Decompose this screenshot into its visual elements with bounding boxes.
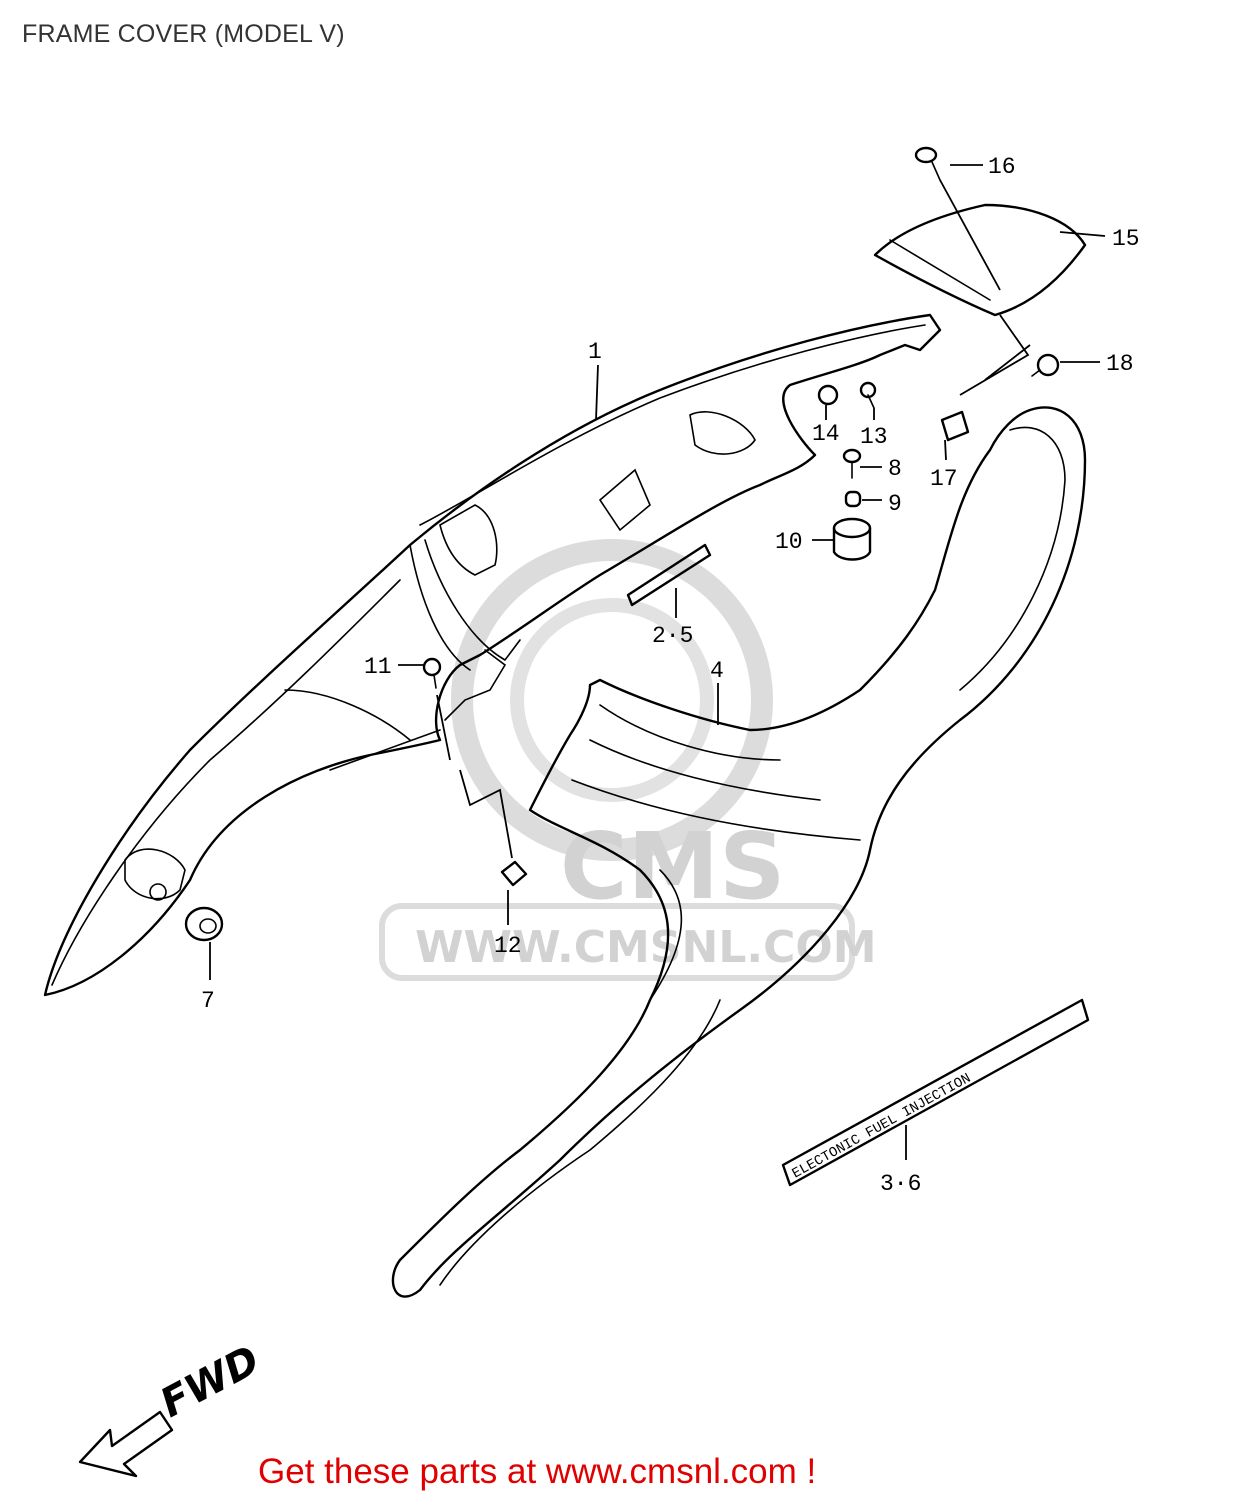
callout-10: 10: [775, 529, 803, 555]
part-16-bolt: [914, 146, 1001, 291]
assembly-leader-11-12: [459, 769, 513, 859]
callout-13: 13: [860, 424, 888, 450]
callout-2-5: 2·5: [652, 623, 693, 649]
callout-7: 7: [201, 988, 215, 1014]
callout-9: 9: [888, 491, 902, 517]
part-15-tail-cover: [873, 203, 1087, 317]
fwd-label: FWD: [153, 1337, 267, 1427]
part-1-frame-cover: [43, 313, 942, 997]
watermark-logo: CMS: [560, 813, 785, 920]
callout-8: 8: [888, 456, 902, 482]
callout-14: 14: [812, 421, 840, 447]
part-2-5-emblem: [626, 543, 712, 607]
part-11-bolt: [422, 657, 451, 761]
part-3-6-stripe: ELECTONIC FUEL INJECTION: [781, 998, 1090, 1187]
assembly-leader-15-17: [959, 314, 1030, 396]
page-title: FRAME COVER (MODEL V): [22, 20, 345, 48]
callouts: 1 2·5 3·6 4 7 8 9 10 11 12 13 14 15 16 1…: [201, 154, 1140, 1197]
part-9-collar: [844, 490, 862, 508]
callout-1: 1: [588, 339, 602, 365]
callout-3-6: 3·6: [880, 1171, 921, 1197]
fwd-direction-marker: FWD: [78, 1337, 267, 1478]
part-18-fastener: [1031, 353, 1060, 377]
callout-leaders: [209, 164, 1106, 1160]
callout-18: 18: [1106, 351, 1134, 377]
callout-11: 11: [364, 654, 392, 680]
callout-15: 15: [1112, 226, 1140, 252]
part-17-clip: [940, 344, 1031, 442]
callout-17: 17: [930, 466, 958, 492]
callout-4: 4: [710, 658, 724, 684]
watermark-ring: [451, 539, 773, 861]
part-13-screw: [859, 381, 877, 409]
part-14-nut: [817, 384, 839, 406]
callout-16: 16: [988, 154, 1016, 180]
footer-parts-link[interactable]: Get these parts at www.cmsnl.com !: [258, 1452, 817, 1491]
stripe-lettering: ELECTONIC FUEL INJECTION: [790, 1071, 974, 1183]
watermark: CMS WWW.CMSNL.COM: [379, 539, 877, 981]
part-10-grommet: [832, 517, 872, 561]
part-12-nut: [500, 860, 528, 887]
callout-12: 12: [494, 933, 522, 959]
part-7-grommet: [184, 906, 224, 942]
part-8-bolt: [842, 448, 862, 479]
watermark-url: WWW.CMSNL.COM: [415, 922, 877, 973]
fasteners: [184, 146, 1060, 942]
watermark-url-box: [379, 903, 855, 981]
part-4-lower-cover: [391, 406, 1087, 1298]
watermark-inner-ring: [510, 598, 714, 802]
arrow-left-icon: [78, 1410, 174, 1478]
